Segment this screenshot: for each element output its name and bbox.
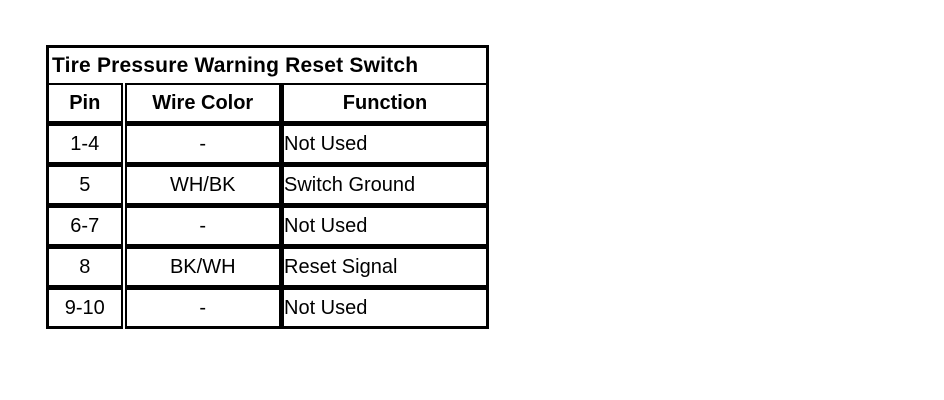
wire-color-cell: - (123, 287, 284, 328)
table-title-row: Tire Pressure Warning Reset Switch (47, 46, 488, 85)
table-row: 8 BK/WH Reset Signal (47, 246, 488, 288)
pinout-table-container: Tire Pressure Warning Reset Switch Pin W… (46, 45, 490, 329)
table-row: 5 WH/BK Switch Ground (47, 164, 488, 206)
table-header-row: Pin Wire Color Function (47, 84, 488, 126)
function-cell: Not Used (284, 132, 368, 155)
pin-cell: 1-4 (47, 123, 127, 165)
table-row: 9-10 - Not Used (47, 287, 488, 328)
table-row: 1-4 - Not Used (47, 123, 488, 165)
wire-color-cell: WH/BK (123, 164, 284, 206)
wire-color-cell: BK/WH (123, 246, 284, 288)
function-cell: Reset Signal (284, 255, 398, 278)
column-header-wire-color: Wire Color (123, 84, 284, 126)
function-cell: Not Used (284, 296, 368, 319)
wire-color-cell: - (123, 123, 284, 165)
pin-cell: 9-10 (47, 287, 127, 328)
column-header-function: Function (281, 84, 488, 126)
table-title: Tire Pressure Warning Reset Switch (47, 46, 488, 85)
pin-cell: 5 (47, 164, 127, 206)
pinout-table: Tire Pressure Warning Reset Switch Pin W… (46, 45, 490, 329)
pin-cell: 6-7 (47, 205, 127, 247)
function-cell: Switch Ground (284, 173, 416, 196)
table-row: 6-7 - Not Used (47, 205, 488, 247)
pin-cell: 8 (47, 246, 127, 288)
wire-color-cell: - (123, 205, 284, 247)
column-header-pin: Pin (47, 84, 127, 126)
function-cell: Not Used (284, 214, 368, 237)
